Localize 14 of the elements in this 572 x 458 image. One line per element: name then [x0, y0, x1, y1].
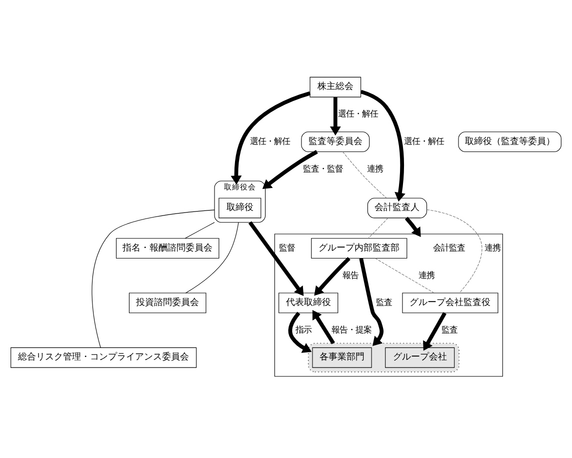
- edge-label: 連携: [418, 270, 434, 280]
- edge-label: 監査: [376, 297, 392, 308]
- edge-label: 連携: [367, 163, 384, 174]
- edge-label: 選任・解任: [404, 136, 444, 146]
- edge-label: 監査: [442, 324, 458, 334]
- edge-label: 連携: [484, 242, 501, 253]
- edge-label: 会計監査: [432, 242, 465, 253]
- edge-label: 監査・監督: [302, 163, 343, 174]
- edge-label: 選任・解任: [338, 108, 378, 119]
- edge-label: 選任・解任: [250, 136, 290, 146]
- edge-label: 監督: [278, 242, 295, 253]
- edge-label: 指示: [295, 324, 312, 334]
- edge-label: 報告: [342, 270, 358, 280]
- edge-label: 報告・提案: [332, 324, 372, 334]
